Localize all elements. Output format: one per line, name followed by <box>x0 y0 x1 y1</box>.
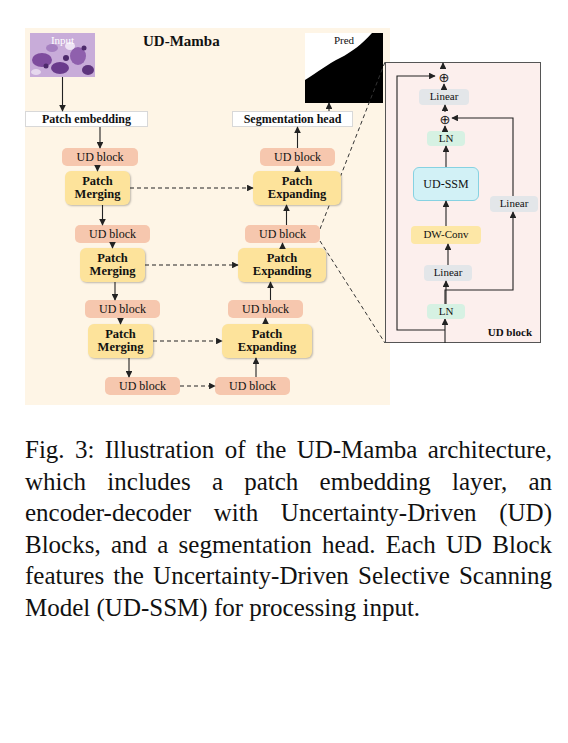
block-detail-panel: UD blockLNLinearDW-ConvUD-SSMLN⊕Linear⊕L… <box>385 62 541 343</box>
connector-arrow <box>297 166 298 171</box>
connector-arrow <box>452 118 513 196</box>
node-label: UD block <box>274 151 321 164</box>
ud-block: UD block <box>228 300 303 318</box>
linear-box: Linear <box>490 196 538 212</box>
node-label: Patch Expanding <box>255 175 339 201</box>
connector-arrow <box>255 358 256 377</box>
connector-arrow <box>153 340 222 341</box>
connector-arrow <box>445 212 513 304</box>
linear-box: Linear <box>419 89 469 105</box>
prediction-image: Pred <box>305 33 383 103</box>
node-label: UD block <box>89 228 136 241</box>
node-label: UD block <box>488 327 532 339</box>
connector-arrow <box>270 282 271 300</box>
node-label: Patch embedding <box>42 113 131 126</box>
node-label: DW-Conv <box>423 229 468 241</box>
node-label: Segmentation head <box>244 113 342 126</box>
ud-block: UD block <box>245 225 320 243</box>
norm-box: LN <box>427 131 465 146</box>
connector-arrow <box>447 244 448 265</box>
node-label: Pred <box>334 35 354 47</box>
merging-box: Patch Merging <box>88 324 153 358</box>
connector-arrow <box>444 105 445 112</box>
node-label: Linear <box>434 267 463 279</box>
connector-arrow <box>286 205 287 225</box>
connector-arrow <box>62 77 63 111</box>
norm-box: LN <box>427 304 465 319</box>
sum-node: ⊕ <box>437 70 451 84</box>
node-label: LN <box>439 306 454 318</box>
connector-arrow <box>445 201 446 226</box>
connector-arrow <box>145 264 238 265</box>
node-label: UD block <box>77 151 124 164</box>
connector-arrow <box>99 127 100 148</box>
connector-arrow <box>444 126 445 131</box>
connector-arrow <box>328 103 329 111</box>
architecture-panel: UD-MambaInputPatch embeddingUD blockPatc… <box>25 28 390 405</box>
connector-arrow <box>130 187 253 188</box>
ud-block: UD block <box>85 300 160 318</box>
merging-box: Patch Merging <box>65 171 130 205</box>
connector-arrow <box>265 318 266 324</box>
node-label: Patch Merging <box>67 175 128 201</box>
input-image: Input <box>30 33 95 77</box>
expanding-box: Patch Expanding <box>222 324 312 358</box>
connector-arrow <box>445 281 446 304</box>
node-label: UD block <box>242 303 289 316</box>
node-label: UD block <box>229 380 276 393</box>
connector-arrow <box>443 84 444 89</box>
connector-arrow <box>180 385 215 386</box>
connector-arrow <box>445 146 446 167</box>
node-label: UD block <box>259 228 306 241</box>
node-label: Patch Merging <box>82 252 143 278</box>
ud-block: UD block <box>260 148 335 166</box>
connector-arrow <box>120 318 121 324</box>
connector-arrow <box>282 243 283 248</box>
node-label: UD-SSM <box>423 178 468 191</box>
connector-arrow <box>97 166 98 171</box>
expanding-box: Patch Expanding <box>253 171 341 205</box>
node-label: Patch Expanding <box>224 328 310 354</box>
ud-block: UD block <box>62 148 138 166</box>
figure-caption: Fig. 3: Illustration of the UD-Mamba arc… <box>25 434 552 623</box>
connector-arrow <box>114 282 115 300</box>
ssm-box: UD-SSM <box>413 167 479 201</box>
merging-box: Patch Merging <box>80 248 145 282</box>
head-box: Segmentation head <box>232 111 353 127</box>
node-label: UD block <box>99 303 146 316</box>
connector-arrow <box>128 358 129 377</box>
connector-arrow <box>112 243 113 248</box>
node-label: Input <box>51 35 74 47</box>
linear-box: Linear <box>424 265 472 281</box>
node-label: Linear <box>430 91 459 103</box>
node-label: LN <box>439 133 454 145</box>
node-label: UD block <box>119 380 166 393</box>
node-label: UD-Mamba <box>143 34 220 50</box>
embedding-box: Patch embedding <box>25 111 148 127</box>
connector-arrow <box>297 127 298 148</box>
sum-node: ⊕ <box>438 112 452 126</box>
node-label: ⊕ <box>440 113 451 126</box>
ud-block: UD block <box>105 377 180 395</box>
conv-box: DW-Conv <box>411 226 481 244</box>
node-label: Patch Merging <box>90 328 151 354</box>
node-label: Linear <box>500 198 529 210</box>
node-label: Patch Expanding <box>240 252 324 278</box>
ud-block: UD block <box>75 225 150 243</box>
connector-arrow <box>102 205 103 225</box>
ud-block: UD block <box>215 377 290 395</box>
node-label: ⊕ <box>439 71 450 84</box>
expanding-box: Patch Expanding <box>238 248 326 282</box>
